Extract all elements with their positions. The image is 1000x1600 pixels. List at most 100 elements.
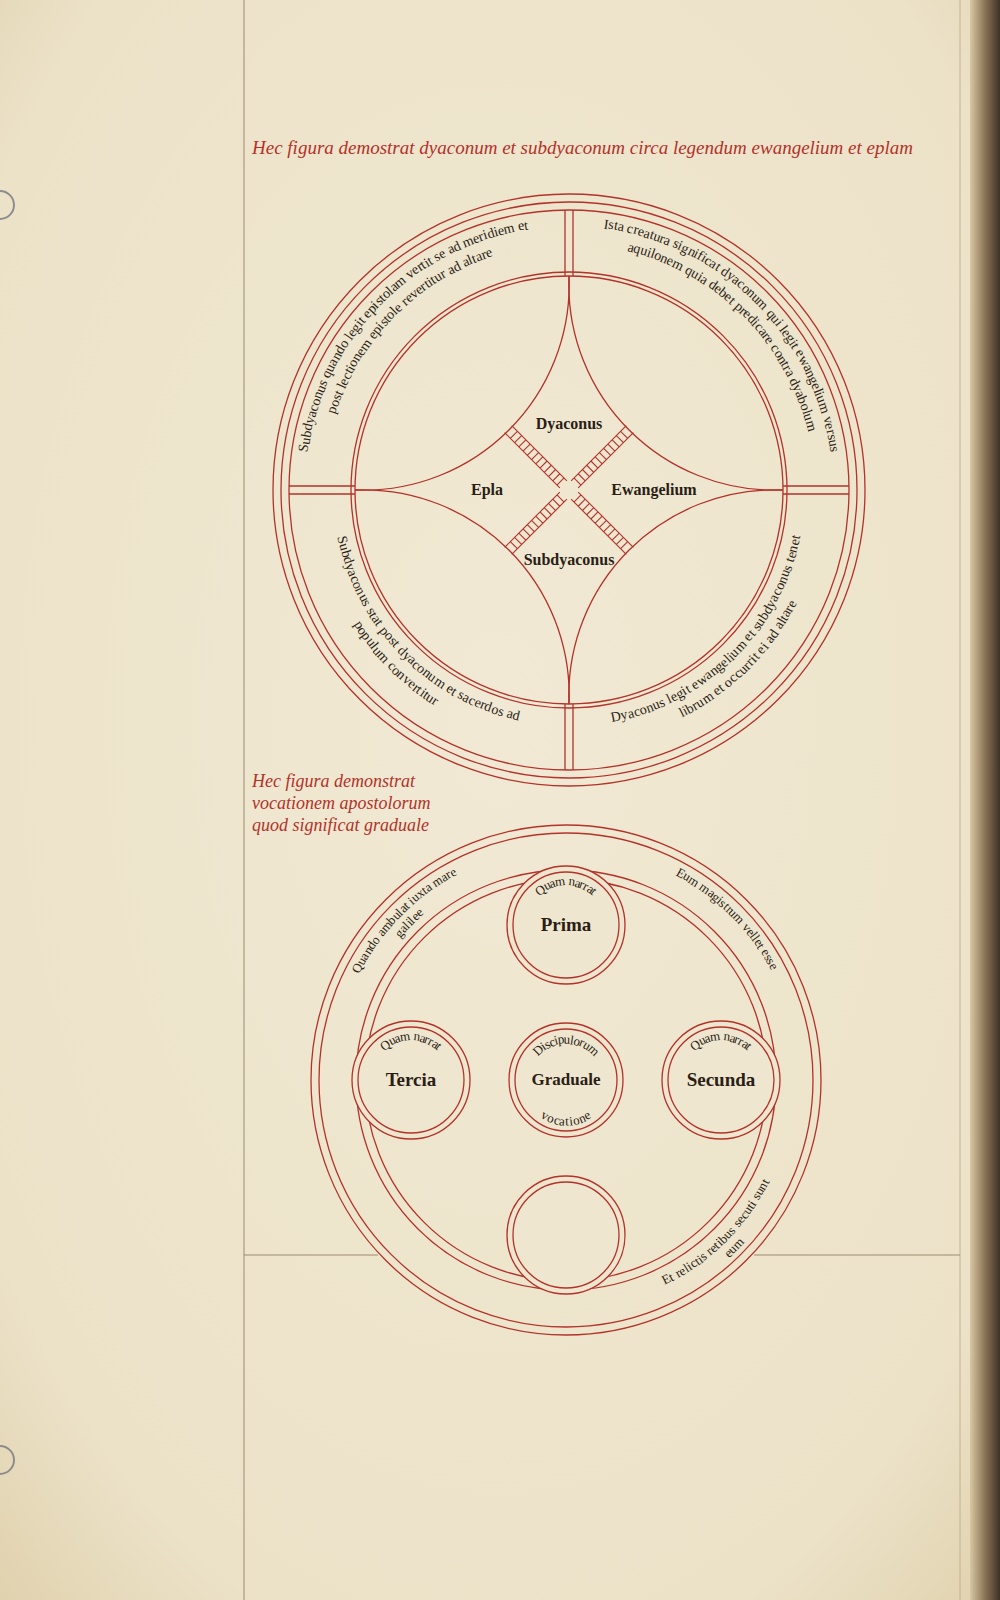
ladder-rung [527,448,534,455]
ladder-rung [595,516,602,523]
arc-glyph: m [502,221,516,237]
band-separator [572,704,573,770]
text-band: Subdyaconus quando legit epistolam verti… [273,194,569,490]
ladder-rung [523,529,530,536]
text-band: Subdyaconus stat post dyaconum et sacerd… [273,490,569,786]
circle-line [509,1023,623,1137]
arc-glyph: m [554,874,566,888]
empty-circle [507,1176,625,1294]
ladder-rung [553,474,560,481]
ladder-rung [616,537,623,544]
ruling-line [754,1255,960,1256]
ladder-rung [604,448,611,455]
band-text: Dyaconus legit ewangelium et subdyaconus… [569,490,865,786]
ladder-rung [553,499,560,506]
ladder-rung [595,457,602,464]
small-circle: Quam narratSecunda [661,1020,781,1140]
ladder-rung [582,503,589,510]
cross-sector: Epla [469,480,505,500]
band-separator [289,485,355,486]
text-band: Dyaconus legit ewangelium et subdyaconus… [569,490,865,786]
circle-line [662,1021,780,1139]
circle-line [507,866,625,984]
ladder-rung [574,478,581,485]
ruling-line [244,0,245,1600]
ladder-rail [571,426,626,481]
sector-label: Subdyaconus [522,550,617,570]
ring-text: Eum magistrum vellet esse [566,825,821,1080]
circle-name: Secunda [661,1020,781,1140]
band-separator [783,485,849,486]
ladder-rung [612,533,619,540]
band-separator [783,493,849,494]
ladder-rung [587,508,594,515]
arc-glyph [827,451,841,456]
binding-hole [0,1446,14,1474]
ladder-rung [578,474,585,481]
quadrant-arc [569,490,981,902]
ladder-rung [608,444,615,451]
small-circle: DiscipulorumGradualevocatione [508,1022,624,1138]
ladder-rung [621,431,628,438]
ladder-rung [510,431,517,438]
binding-hole [0,191,14,219]
figure-heading: Hec figura demonstrat vocationem apostol… [252,770,452,836]
band-separator [572,210,573,276]
ladder-rail [578,492,633,547]
wheel-rim [319,833,813,1327]
figure-heading: Hec figura demostrat dyaconum et subdyac… [252,136,942,159]
circle-line [352,1021,470,1139]
small-circle: Quam narratTercia [351,1020,471,1140]
band-inner-line [351,272,787,708]
ladder-rung [599,520,606,527]
ladder-rung [587,465,594,472]
empty-circle [513,1182,619,1288]
arc-glyph: a [559,1114,566,1127]
ladder-rung [582,469,589,476]
band-text: Subdyaconus quando legit epistolam verti… [273,194,569,490]
ladder-rung [604,525,611,532]
ladder-rung [544,508,551,515]
ladder-rung [616,436,623,443]
ladder-rung [515,436,522,443]
ladder-rung [612,440,619,447]
ring-text: Et relictis retibus secuti sunt eum [566,1080,821,1335]
wheel-rim [311,825,821,1335]
ladder-rail [512,426,567,481]
cross-sector: Ewangelium [609,480,698,500]
ladder-rung [532,453,539,460]
ladder-rung [540,461,547,468]
ladder-rail [505,433,560,488]
small-circle: Quam narratPrima [506,865,626,985]
ladder-rung [519,533,526,540]
ladder-rung [532,520,539,527]
band-text: Subdyaconus stat post dyaconum et sacerd… [273,490,569,786]
ladder-rail [512,499,567,554]
ladder-rung [527,525,534,532]
ladder-rung [548,469,555,476]
ladder-rung [536,516,543,523]
ladder-rung [621,542,628,549]
ring-text: Quando ambulat iuxta mare galilee [311,825,566,1080]
arc-glyph [527,218,533,232]
cross-sector: Dyaconus [534,414,605,434]
ladder-rung [510,542,517,549]
band-separator [564,704,565,770]
ladder-rung [540,512,547,519]
ladder-rung [544,465,551,472]
arc-glyph: a [617,220,626,235]
ladder-rung [519,440,526,447]
ladder-rung [591,461,598,468]
sector-label: Dyaconus [534,414,605,434]
ladder-rail [578,433,633,488]
ladder-rung [578,499,585,506]
ladder-rung [557,495,564,502]
ladder-rail [571,499,626,554]
sector-label: Ewangelium [609,480,698,500]
ladder-rung [536,457,543,464]
ladder-rung [608,529,615,536]
arc-glyph: m [709,1029,721,1043]
ladder-rung [515,537,522,544]
ruling-line [960,0,961,1600]
